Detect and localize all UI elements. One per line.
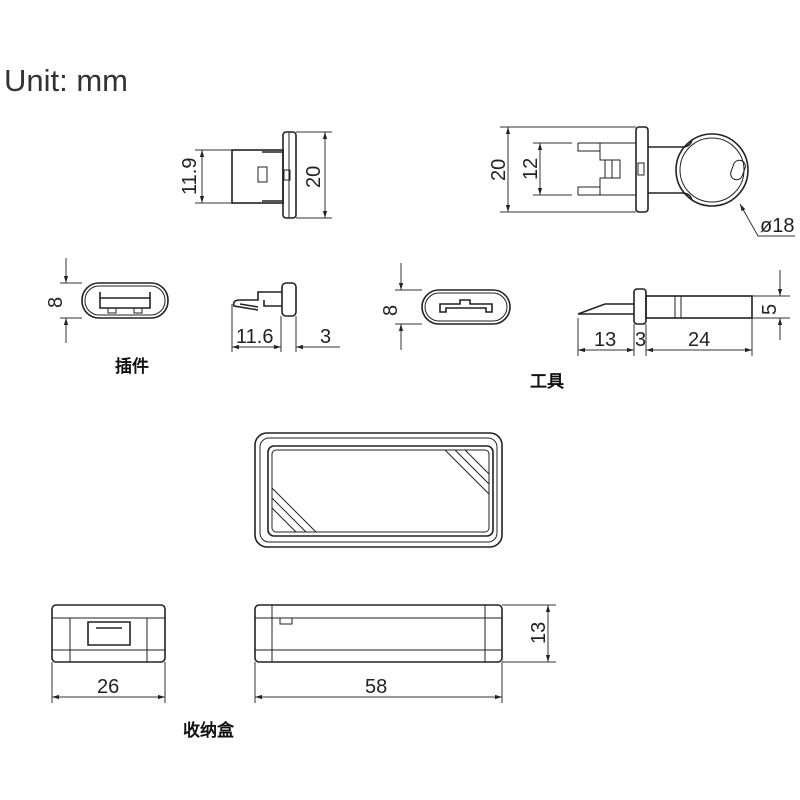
tool-side-view: 13 3 24 5 工具 [530,270,790,392]
dim-plug-insert-height: 11.9 [179,158,201,195]
tool-top-view: 20 12 ø18 [488,126,795,237]
dim-box-length: 58 [365,676,387,698]
dim-tool-ring-diameter: ø18 [760,215,794,237]
dim-tool-handle-height: 5 [759,304,781,315]
tool-front-view: 8 [380,263,511,350]
dim-plug-flange-height: 20 [303,166,325,188]
dim-tool-front-height: 8 [380,305,402,316]
dim-tool-flange-thickness: 3 [635,329,646,351]
dim-plug-front-height: 8 [45,297,67,308]
dim-box-width: 26 [97,676,119,698]
plug-side-view: 11.6 3 [231,282,340,352]
plug-top-view: 11.9 20 [179,131,332,219]
dim-tool-flange-height: 20 [488,159,510,181]
dim-tool-prong-span: 12 [520,158,542,180]
label-tool: 工具 [530,372,564,392]
dim-tool-needle-length: 13 [594,329,616,351]
plug-front-view: 8 插件 [45,258,169,377]
label-plug: 插件 [115,356,149,377]
box-top-view [254,432,503,548]
dim-plug-flange-thickness: 3 [320,326,331,348]
dim-tool-handle-length: 24 [688,329,710,351]
unit-title: Unit: mm [4,63,128,98]
box-side-view: 58 13 收纳盒 [183,604,556,741]
box-front-view: 26 [51,604,166,703]
dim-plug-length: 11.6 [236,326,273,348]
label-box: 收纳盒 [183,720,235,741]
dim-box-height: 13 [528,622,550,644]
